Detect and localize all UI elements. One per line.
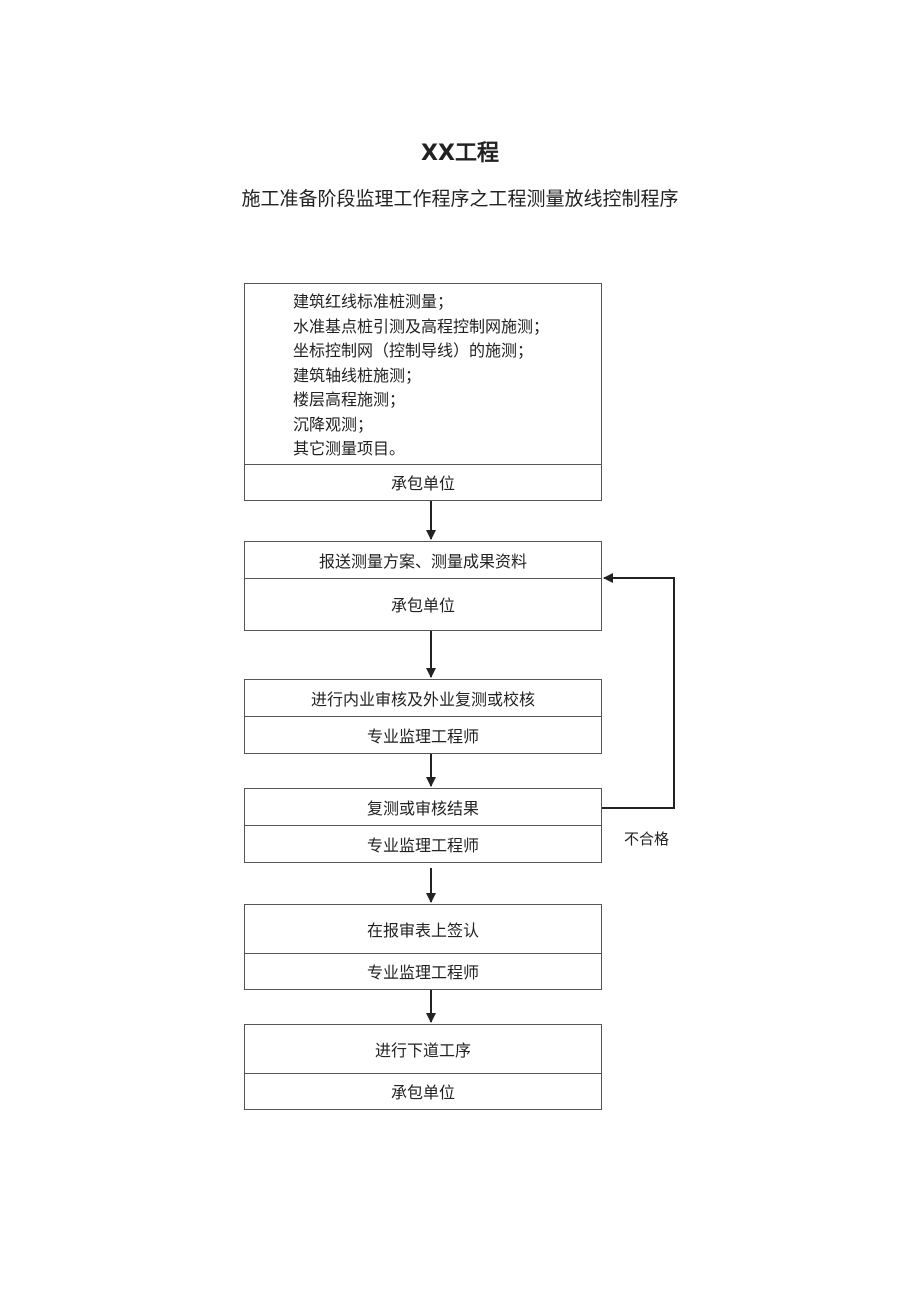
review-box: 进行内业审核及外业复测或校核 专业监理工程师	[244, 679, 602, 754]
next-step-box: 进行下道工序 承包单位	[244, 1024, 602, 1110]
loop-back-arrow	[602, 573, 675, 809]
survey-items-box: 建筑红线标准桩测量； 水准基点桩引测及高程控制网施测； 坐标控制网（控制导线）的…	[244, 283, 602, 501]
box4-task: 复测或审核结果	[366, 799, 479, 818]
page-subtitle: 施工准备阶段监理工作程序之工程测量放线控制程序	[241, 188, 679, 210]
box3-role: 专业监理工程师	[245, 716, 601, 752]
box6-role: 承包单位	[245, 1073, 601, 1108]
survey-item: 水准基点桩引测及高程控制网施测；	[293, 316, 550, 336]
survey-item: 建筑红线标准桩测量；	[293, 292, 454, 311]
box3-task: 进行内业审核及外业复测或校核	[310, 690, 535, 709]
survey-item: 楼层高程施测；	[293, 390, 406, 409]
box4-role: 专业监理工程师	[245, 825, 601, 861]
box5-role: 专业监理工程师	[245, 953, 601, 988]
survey-items-list: 建筑红线标准桩测量； 水准基点桩引测及高程控制网施测； 坐标控制网（控制导线）的…	[245, 284, 601, 464]
survey-item: 建筑轴线桩施测；	[293, 365, 422, 385]
submit-plan-box: 报送测量方案、测量成果资料 承包单位	[244, 541, 602, 631]
result-box: 复测或审核结果 专业监理工程师	[244, 788, 602, 863]
sign-off-box: 在报审表上签认 专业监理工程师	[244, 904, 602, 990]
box1-role: 承包单位	[245, 464, 601, 499]
box6-task: 进行下道工序	[374, 1041, 471, 1060]
survey-item: 坐标控制网（控制导线）的施测；	[293, 341, 534, 360]
box2-role: 承包单位	[245, 578, 601, 629]
survey-item: 其它测量项目。	[293, 439, 406, 458]
box2-task: 报送测量方案、测量成果资料	[318, 552, 527, 571]
fail-label: 不合格	[624, 830, 670, 848]
box5-task: 在报审表上签认	[366, 921, 479, 940]
page-title: XX工程	[421, 141, 499, 166]
survey-item: 沉降观测；	[293, 414, 374, 434]
